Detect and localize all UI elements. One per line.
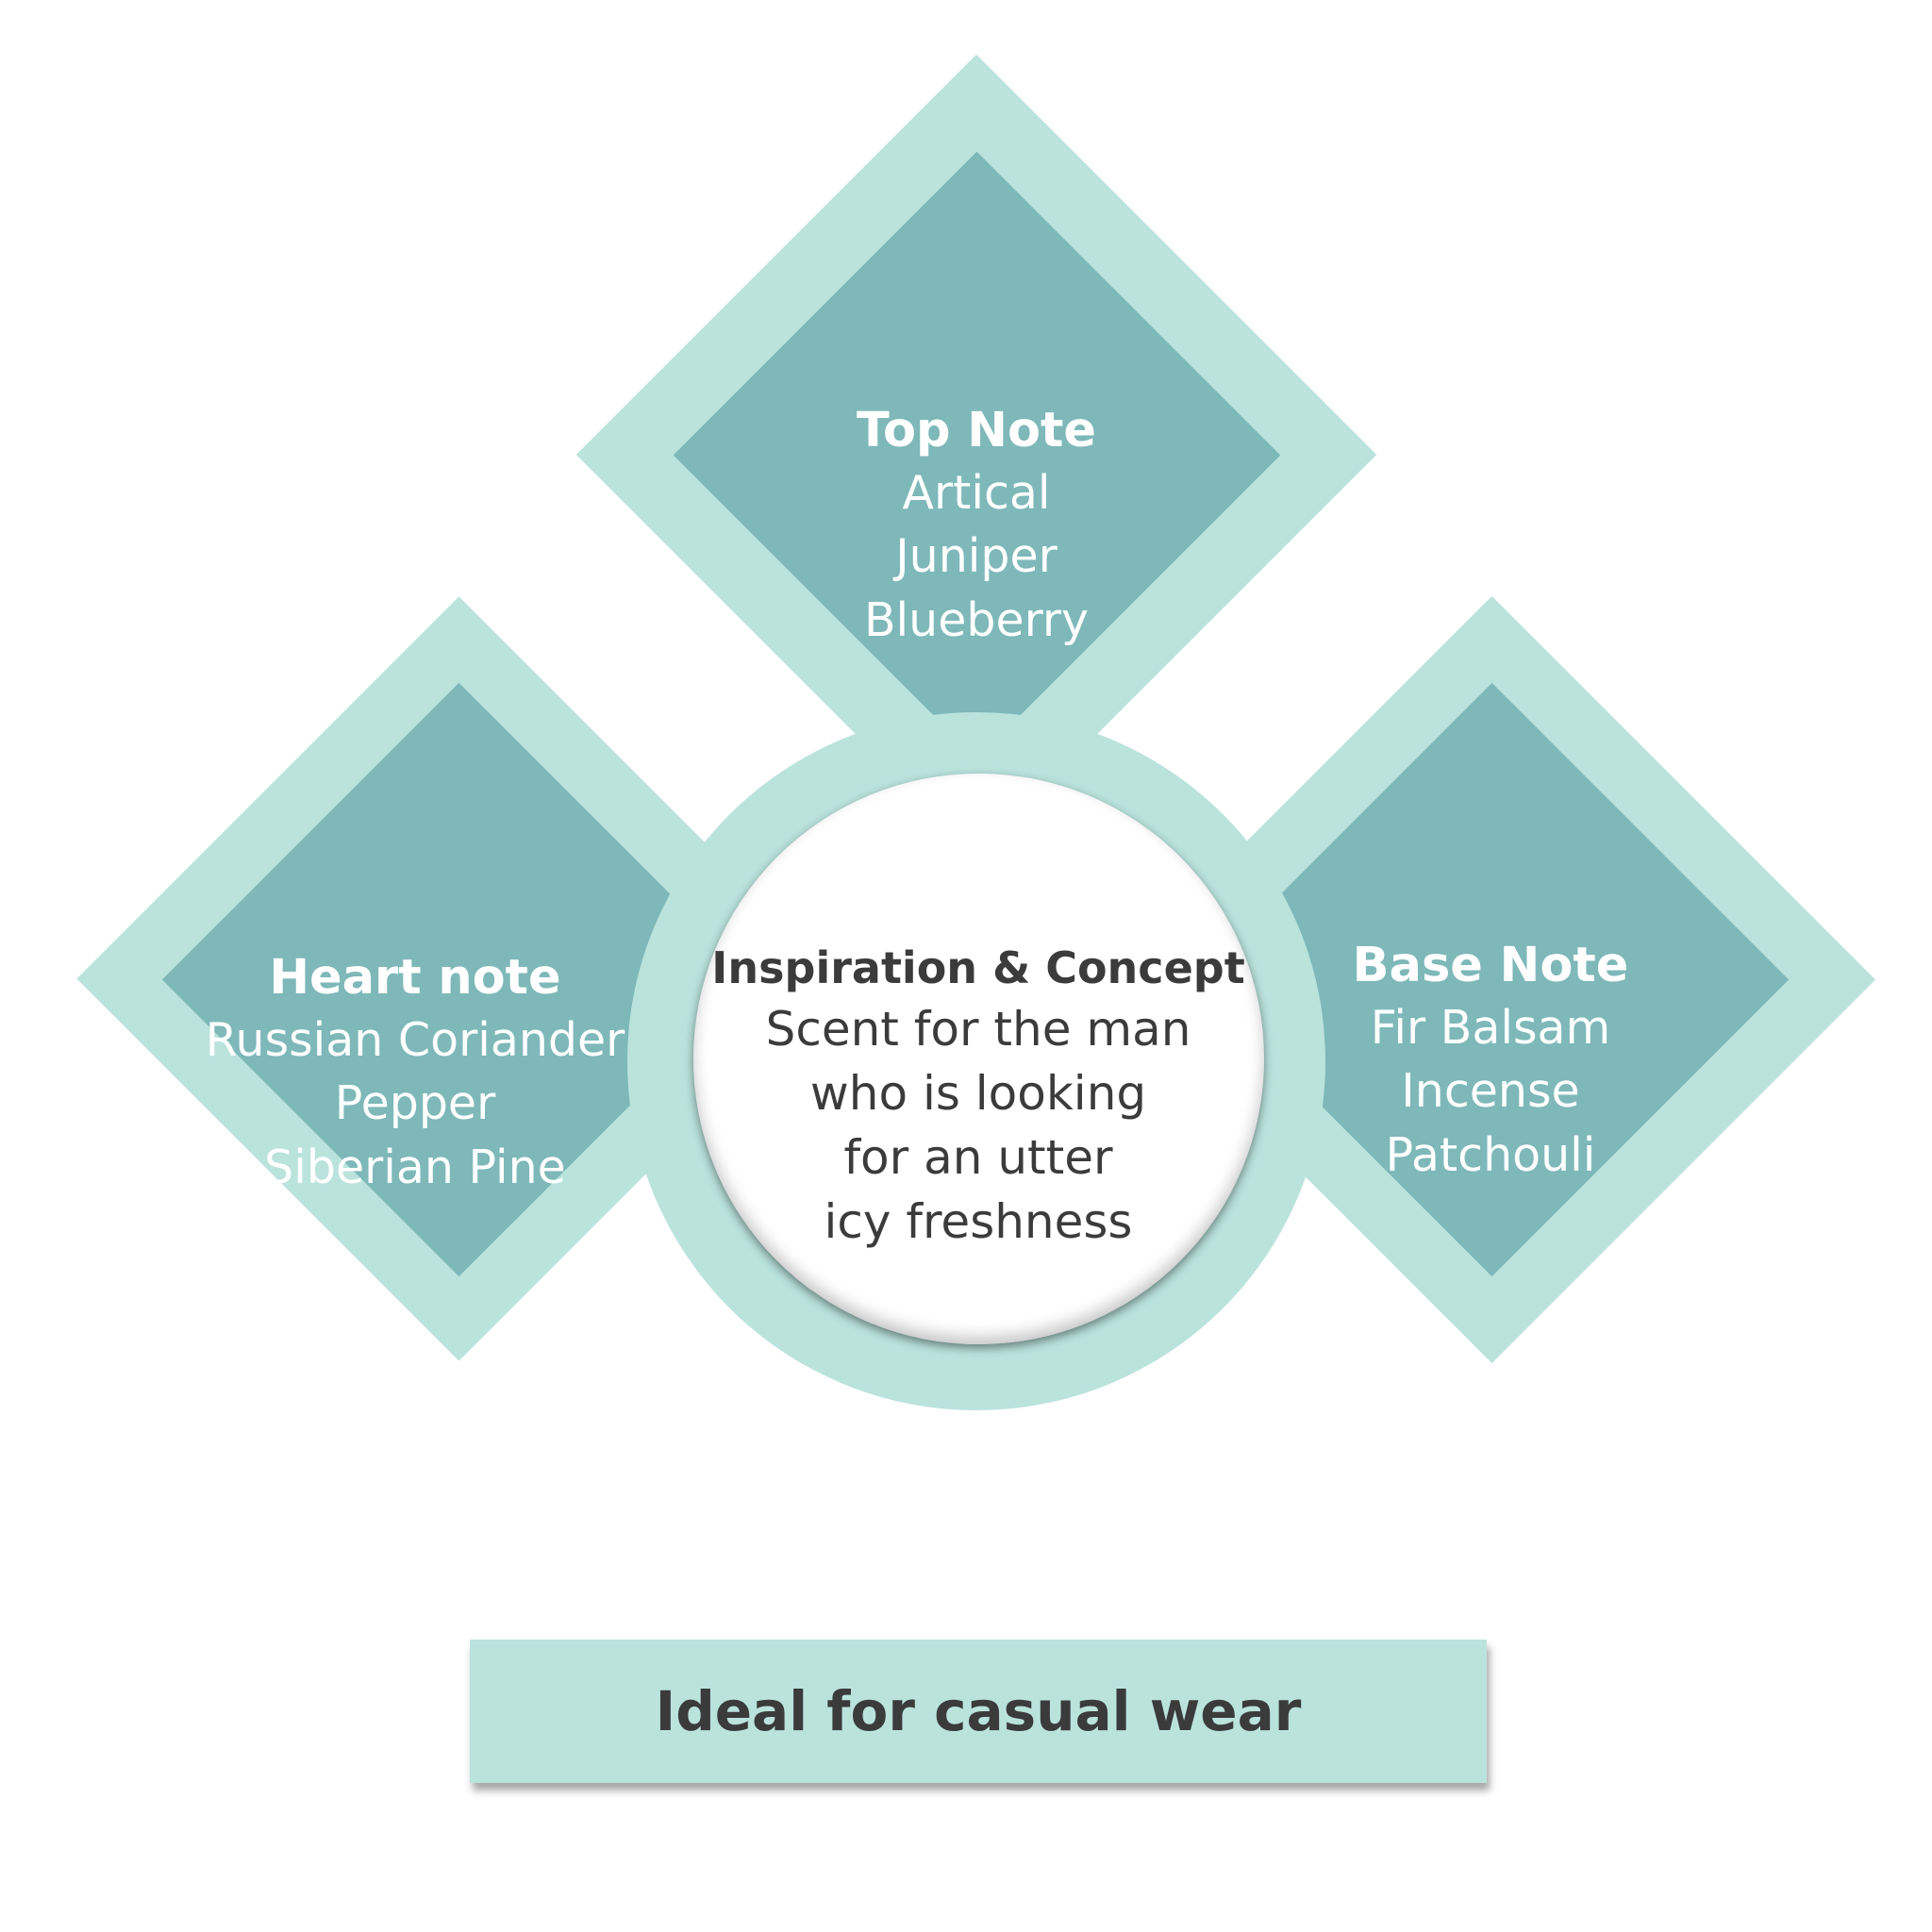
base-note: Base Note Fir Balsam Incense Patchouli (1353, 936, 1629, 1188)
heart-note-item: Siberian Pine (264, 1140, 566, 1194)
concept: Inspiration & Concept Scent for the man … (695, 941, 1261, 1254)
heart-note-item: Pepper (334, 1076, 496, 1131)
heart-note-title: Heart note (269, 950, 561, 1006)
top-note-item: Juniper (895, 529, 1058, 584)
top-note-item: Artical (902, 465, 1051, 520)
base-note-title: Base Note (1352, 938, 1629, 993)
concept-line: who is looking (809, 1065, 1147, 1121)
concept-line: for an utter (843, 1129, 1113, 1185)
base-note-item: Fir Balsam (1370, 1000, 1611, 1055)
heart-note-item: Russian Coriander (205, 1012, 625, 1067)
top-note: Top Note Artical Juniper Blueberry (857, 401, 1096, 653)
top-note-title: Top Note (856, 403, 1097, 458)
heart-note: Heart note Russian Coriander Pepper Sibe… (206, 948, 625, 1200)
concept-line: Scent for the man (765, 1001, 1191, 1057)
top-note-item: Blueberry (863, 592, 1090, 647)
casual-wear-banner: Ideal for casual wear (470, 1640, 1487, 1783)
concept-title: Inspiration & Concept (711, 942, 1245, 993)
concept-line: icy freshness (824, 1193, 1133, 1249)
banner-text: Ideal for casual wear (655, 1679, 1302, 1743)
base-note-item: Patchouli (1385, 1127, 1596, 1182)
center-circle (693, 774, 1264, 1344)
base-note-item: Incense (1401, 1064, 1580, 1119)
